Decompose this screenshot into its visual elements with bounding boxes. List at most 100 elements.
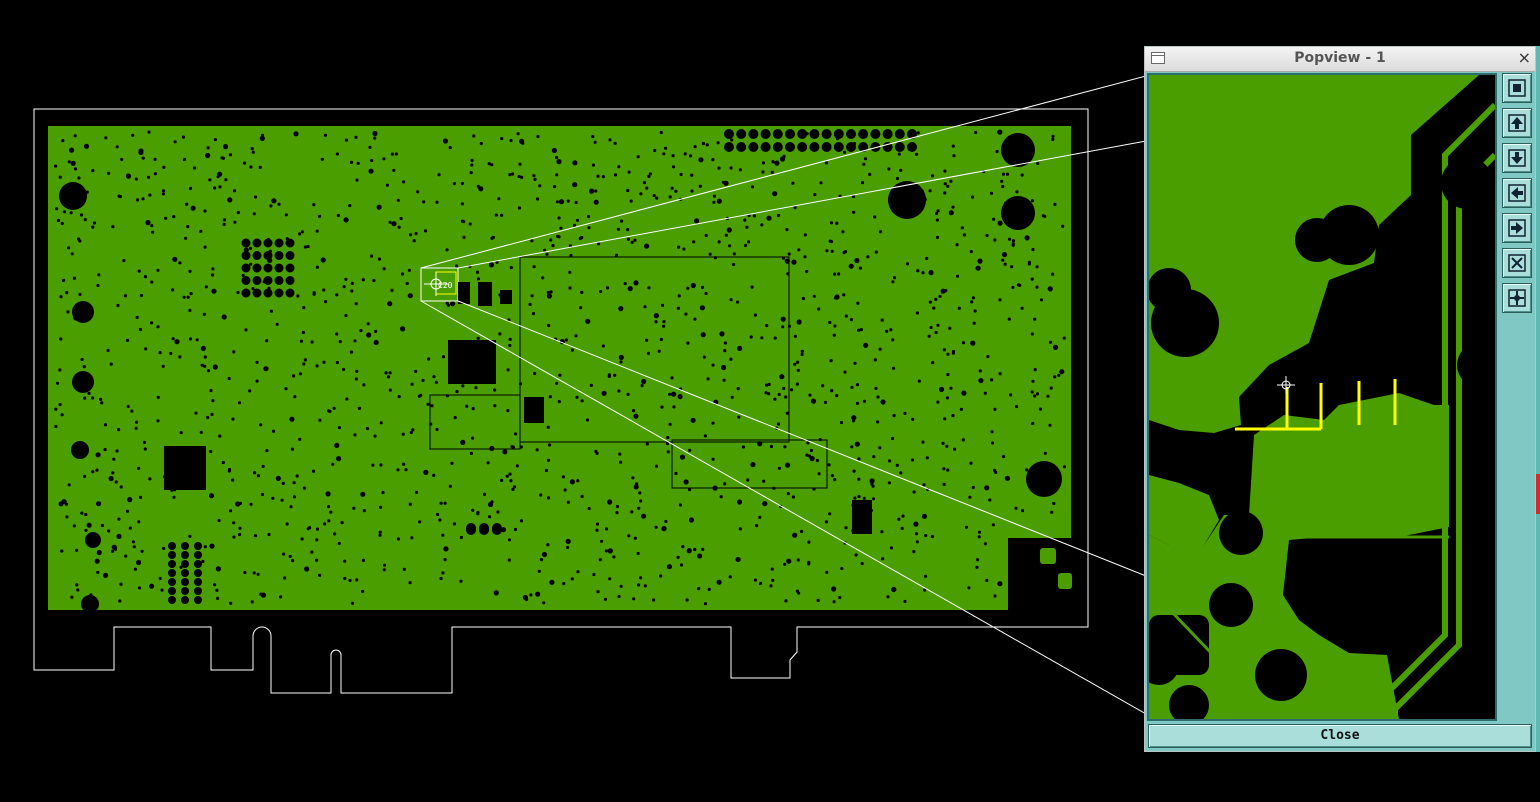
via [719, 495, 723, 499]
zoom-out-button[interactable] [1502, 248, 1532, 278]
via [130, 409, 134, 413]
via [168, 542, 176, 550]
via [870, 129, 881, 139]
via [595, 451, 599, 455]
via [679, 454, 686, 460]
highlighted-net[interactable] [1235, 379, 1397, 431]
via [343, 559, 347, 563]
via [248, 246, 253, 250]
pan-right-button[interactable] [1502, 213, 1532, 243]
via [809, 129, 820, 139]
via [717, 166, 721, 170]
via [58, 501, 64, 507]
via [672, 405, 676, 409]
via [84, 512, 88, 517]
popview-zoomed-canvas[interactable] [1147, 73, 1497, 721]
via [662, 324, 666, 328]
via [189, 292, 193, 296]
via [568, 270, 572, 274]
via [72, 524, 76, 528]
popview-window[interactable]: Popview - 1 × [1144, 46, 1536, 752]
via [878, 446, 882, 450]
via [292, 481, 296, 485]
via [141, 156, 145, 160]
pan-left-button[interactable] [1502, 178, 1532, 208]
via [60, 221, 64, 226]
via [188, 269, 192, 273]
via [1004, 475, 1011, 481]
via [866, 255, 870, 259]
via [549, 579, 555, 585]
via [862, 162, 866, 166]
via [738, 168, 742, 172]
via [626, 228, 630, 232]
via [773, 397, 777, 401]
via [62, 278, 66, 282]
via [677, 394, 683, 400]
via [969, 461, 973, 465]
via [758, 581, 763, 586]
popview-titlebar[interactable]: Popview - 1 × [1145, 47, 1535, 72]
via [335, 293, 339, 297]
via [272, 429, 276, 433]
via [653, 313, 660, 319]
close-button[interactable]: Close [1148, 724, 1532, 748]
via [117, 517, 121, 521]
via [767, 392, 771, 396]
via [285, 288, 295, 298]
zoom-in-button[interactable] [1502, 283, 1532, 313]
via [506, 409, 510, 413]
via [832, 600, 836, 604]
via [215, 588, 219, 592]
via [231, 417, 235, 421]
via [253, 471, 257, 475]
via [990, 430, 994, 434]
via [975, 265, 981, 271]
via [194, 560, 202, 568]
via [928, 300, 932, 304]
via [208, 493, 215, 499]
zoom-fit-button[interactable] [1502, 73, 1532, 103]
pan-up-button[interactable] [1502, 108, 1532, 138]
via [575, 218, 580, 222]
via [194, 551, 202, 559]
via [889, 546, 894, 550]
via [512, 485, 517, 489]
via [533, 371, 537, 376]
via [366, 332, 372, 338]
via [112, 457, 116, 461]
via [237, 401, 242, 405]
via [660, 405, 664, 409]
pan-left-icon [1508, 184, 1526, 202]
via [636, 551, 640, 556]
via [857, 477, 861, 481]
via [952, 154, 956, 158]
window-menu-icon[interactable] [1151, 52, 1165, 64]
via [260, 592, 266, 598]
via [1008, 237, 1012, 241]
via [793, 362, 797, 366]
via [58, 368, 62, 372]
via [538, 184, 542, 188]
via [407, 293, 413, 299]
via [517, 206, 522, 210]
via [812, 294, 816, 298]
via [300, 230, 305, 234]
via [934, 211, 939, 216]
via [350, 281, 354, 285]
via [506, 368, 510, 372]
via [448, 146, 452, 150]
via [320, 157, 324, 161]
via [295, 474, 299, 478]
via [850, 445, 854, 449]
zoom-region-marker[interactable]: C20 [420, 267, 512, 306]
via [894, 129, 905, 139]
via [301, 330, 305, 335]
pan-down-button[interactable] [1502, 143, 1532, 173]
via [892, 414, 896, 418]
close-icon[interactable]: × [1517, 48, 1531, 67]
via [664, 519, 668, 524]
via [343, 217, 349, 223]
via [479, 525, 489, 535]
via [951, 351, 956, 355]
